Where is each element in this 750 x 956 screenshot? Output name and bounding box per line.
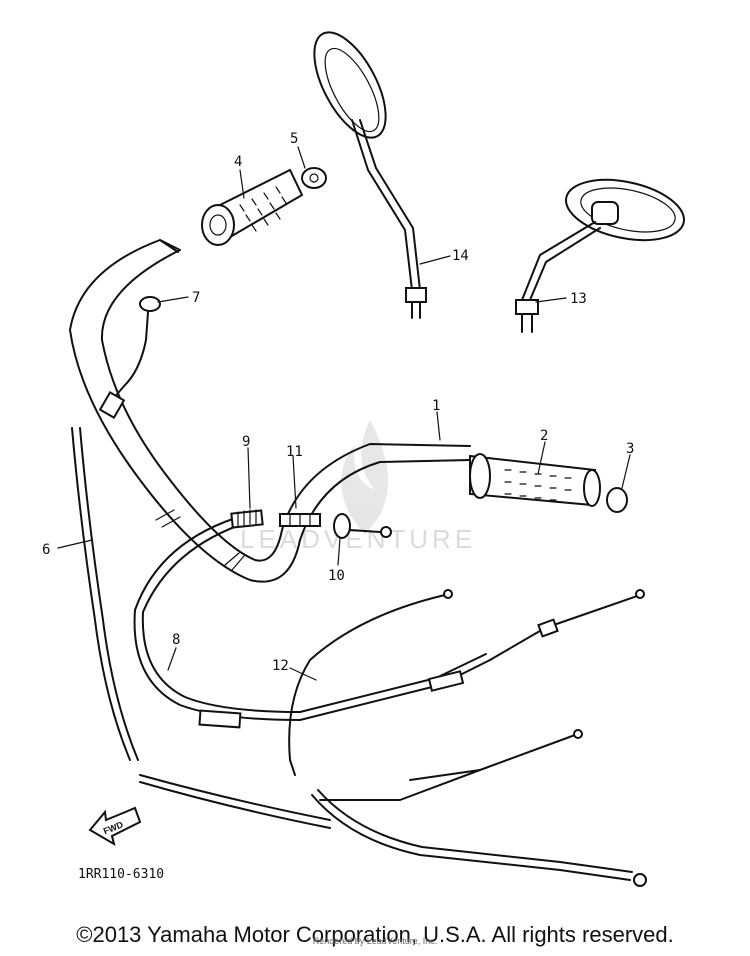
- lower-cables: [288, 589, 647, 887]
- throttle-cable: [133, 514, 645, 729]
- callout-labels: 1 2 3 4 5 6 7 8 9 10 11 12 13 14: [42, 131, 634, 674]
- callout-12: 12: [272, 658, 289, 674]
- callout-3: 3: [626, 441, 634, 457]
- callout-9: 9: [242, 434, 250, 450]
- copyright-notice: ©2013 Yamaha Motor Corporation, U.S.A. A…: [76, 922, 674, 947]
- leader-lines: [57, 146, 631, 681]
- cable-adjuster: [230, 509, 392, 539]
- callout-6: 6: [42, 542, 50, 558]
- callout-11: 11: [286, 444, 303, 460]
- left-grip: [201, 168, 304, 246]
- right-mirror: [515, 178, 685, 333]
- clutch-cable: [71, 427, 331, 829]
- rendered-by-credit: Rendered by LeadVenture, Inc.: [312, 936, 438, 946]
- callout-4: 4: [234, 154, 242, 170]
- callout-5: 5: [290, 131, 298, 147]
- watermark: LEADVENTURE: [240, 420, 476, 554]
- diagram-code: 1RR110-6310: [78, 867, 164, 882]
- fwd-arrow: FWD: [88, 806, 142, 847]
- callout-8: 8: [172, 632, 180, 648]
- left-mirror: [313, 31, 427, 319]
- callout-2: 2: [540, 428, 548, 444]
- right-end-cap: [606, 487, 628, 513]
- watermark-text: LEADVENTURE: [240, 524, 476, 554]
- callout-1: 1: [432, 398, 440, 414]
- callout-7: 7: [192, 290, 200, 306]
- right-grip: [469, 453, 601, 507]
- callout-13: 13: [570, 291, 587, 307]
- callout-10: 10: [328, 568, 345, 584]
- cable-clamp: [98, 296, 161, 420]
- grip-end-cap: [301, 167, 327, 189]
- callout-14: 14: [452, 248, 469, 264]
